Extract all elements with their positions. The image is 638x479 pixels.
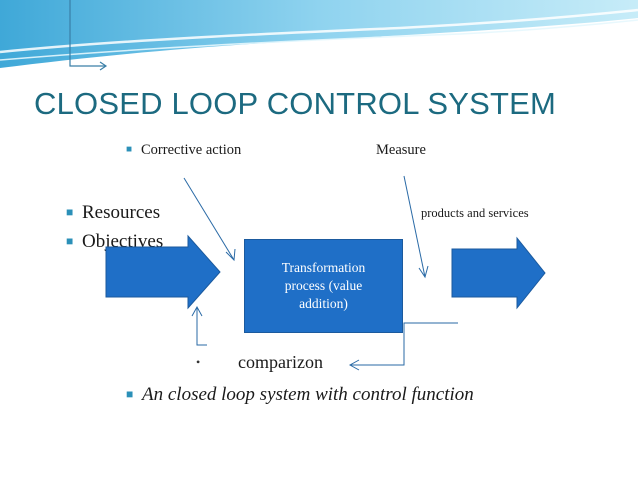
input-resources-label: Resources (82, 202, 161, 223)
feedback-line (350, 322, 458, 366)
bullet-icon: ■ (126, 387, 134, 401)
summary-text: An closed loop system with control funct… (142, 384, 474, 405)
input-arrow (105, 234, 221, 310)
bullet-icon: ■ (126, 144, 133, 155)
corrective-action-arrow (183, 177, 235, 261)
output-label: products and services (421, 206, 529, 220)
transformation-process-box: Transformation process (value addition) (244, 239, 403, 333)
measure-arrow (403, 175, 426, 278)
transformation-process-label: Transformation process (value addition) (281, 259, 366, 312)
bullet-icon: ■ (66, 234, 74, 248)
bullet-icon: ■ (66, 205, 74, 219)
measure-label: Measure (376, 142, 426, 158)
bullet-icon: • (196, 355, 201, 369)
corrective-action-label: Corrective action (141, 142, 242, 158)
header-wave-decoration (0, 0, 638, 71)
comparison-feedback-arrow (196, 308, 207, 346)
comparison-label: comparizon (238, 352, 323, 372)
output-arrow (451, 236, 546, 310)
slide-title: CLOSED LOOP CONTROL SYSTEM (34, 86, 556, 121)
